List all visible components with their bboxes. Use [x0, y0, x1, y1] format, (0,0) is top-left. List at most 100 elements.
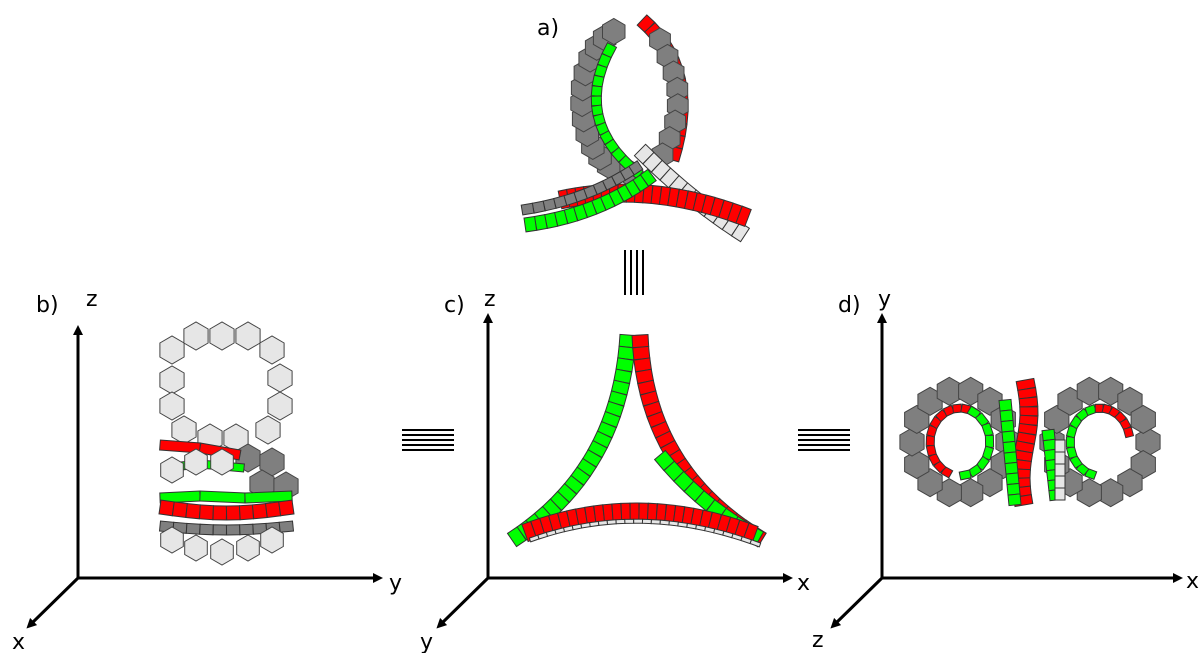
- axis-label-vertical: z: [86, 287, 98, 312]
- ribbon-tile-red: [952, 403, 963, 414]
- axis-label-depth: x: [12, 630, 25, 653]
- ribbon-tile-green: [1084, 467, 1098, 480]
- axis-label-depth: y: [420, 630, 433, 653]
- ribbon-tile-red: [212, 505, 228, 521]
- ribbon-tile-green: [999, 409, 1014, 423]
- ribbon-tile-green: [1001, 430, 1016, 444]
- ribbon-tile-green: [523, 215, 538, 233]
- hexagon-tile-light: [210, 538, 234, 566]
- ribbon-tile-red: [926, 424, 938, 438]
- hexagon-tile-light: [209, 321, 235, 351]
- ribbon-tile-gray: [580, 522, 591, 529]
- ribbon-tile-gray: [185, 522, 201, 535]
- ribbon-tile-red: [1122, 426, 1135, 439]
- hexagon-tile-light: [159, 365, 185, 395]
- axis-label-horizontal: y: [389, 571, 402, 596]
- ribbon-tile-red: [1094, 403, 1104, 413]
- ribbon-tile-red: [925, 435, 936, 447]
- ribbon-tile-green: [1005, 472, 1020, 486]
- ribbon-tile-gray: [589, 520, 600, 528]
- ribbon-tile-green: [1069, 454, 1083, 469]
- ribbon-tile-green: [958, 469, 972, 481]
- equivalence-horizontal-right: [798, 429, 850, 451]
- hexagon-tile-light: [260, 526, 284, 554]
- hexagon-tile-light: [184, 534, 208, 562]
- ribbon-tile-green: [981, 445, 995, 461]
- ribbon-tile-red: [158, 499, 175, 517]
- ribbon-tile-green: [967, 463, 983, 478]
- ribbon-tile-gray: [615, 518, 626, 525]
- ribbon-tile-red: [638, 502, 649, 522]
- trefoil-knot-top-view: [506, 333, 767, 548]
- hexagon-tile-light: [267, 363, 293, 393]
- axes-d: y x z: [812, 287, 1199, 653]
- ribbon-tile-green: [1084, 404, 1098, 417]
- hexagon-tile-gray: [1117, 386, 1143, 416]
- ribbon-tile-green: [590, 95, 603, 107]
- ribbon-tile-gray: [1054, 451, 1066, 465]
- ribbon-tile-red: [925, 444, 937, 457]
- ribbon-tile-gray: [749, 539, 762, 548]
- panel-b: b) z y x: [12, 287, 402, 653]
- panel-a: a): [520, 14, 752, 243]
- ribbon-tile-green: [1041, 428, 1056, 442]
- arrow-icon: [26, 576, 80, 629]
- hexagon-tile-light: [159, 391, 185, 421]
- ribbon-tile-green: [966, 405, 982, 420]
- ribbon-tile-gray: [730, 221, 751, 243]
- ribbon-tile-red: [198, 504, 215, 521]
- panel-c: c) z x y: [420, 287, 810, 653]
- ribbon-tile-gray: [624, 518, 635, 524]
- hexagon-tile-gray: [1098, 376, 1124, 406]
- ribbon-tile-gray: [677, 521, 688, 528]
- equivalence-vertical: [624, 250, 644, 295]
- ribbon-tile-green: [1006, 482, 1021, 496]
- ribbon-tile-gray: [668, 520, 679, 527]
- ribbon-tile-green: [591, 74, 605, 88]
- ribbon-tile-green: [974, 412, 990, 428]
- hexagon-tile-gray: [977, 468, 1003, 498]
- ribbon-tile-gray: [641, 518, 652, 525]
- ribbon-tile-green: [1065, 445, 1078, 460]
- ribbon-tile-red: [1018, 414, 1039, 426]
- ribbon-tile-red: [636, 14, 656, 34]
- ribbon-tile-green: [1075, 407, 1090, 422]
- ribbon-tile-gray: [633, 518, 643, 524]
- ribbon-tile-red: [928, 452, 941, 466]
- ribbon-tile-red: [1018, 396, 1039, 409]
- ribbon-tile-green: [981, 422, 994, 438]
- axes-b: z y x: [12, 287, 402, 653]
- ribbon-tile-green: [199, 490, 246, 504]
- axis-label-vertical: y: [878, 287, 891, 312]
- ribbon-tile-green: [998, 398, 1013, 412]
- ribbon-tile-red: [185, 503, 202, 520]
- ribbon-tile-green: [975, 455, 991, 471]
- axis-label-horizontal: x: [1186, 569, 1199, 594]
- axis-label-horizontal: x: [797, 571, 810, 596]
- hexagon-tile-gray: [1117, 468, 1143, 498]
- arrow-icon: [830, 576, 884, 629]
- hexagon-tile-gray: [1130, 404, 1156, 434]
- ribbon-tile-green: [1042, 438, 1057, 452]
- ribbon-tile-red: [264, 501, 282, 519]
- ribbon-tile-red: [620, 502, 632, 522]
- hexagon-tile-light: [184, 448, 208, 476]
- ribbon-tile-green: [984, 434, 995, 448]
- axis-label-depth: z: [812, 628, 824, 653]
- ribbon-tile-green: [1004, 461, 1019, 475]
- ribbon-tile-red: [1119, 418, 1132, 431]
- hexagon-tile-gray: [958, 376, 984, 406]
- ribbon-tile-gray: [212, 524, 228, 536]
- ribbon-tile-gray: [1054, 487, 1066, 501]
- axes-c: z x y: [420, 287, 810, 653]
- ribbon-tile-gray: [597, 519, 609, 526]
- hexagon-tile-gray: [1135, 427, 1161, 457]
- hexagon-tile-gray: [977, 386, 1003, 416]
- hexagon-tile-light: [159, 335, 185, 365]
- ribbon-tile-gray: [1054, 439, 1066, 453]
- ribbon-tile-gray: [239, 523, 254, 536]
- hexagon-tile-gray: [1130, 450, 1156, 480]
- hexagon-tile-light: [183, 321, 209, 351]
- ribbon-tile-gray: [659, 519, 670, 526]
- ribbon-tile-red: [942, 404, 956, 417]
